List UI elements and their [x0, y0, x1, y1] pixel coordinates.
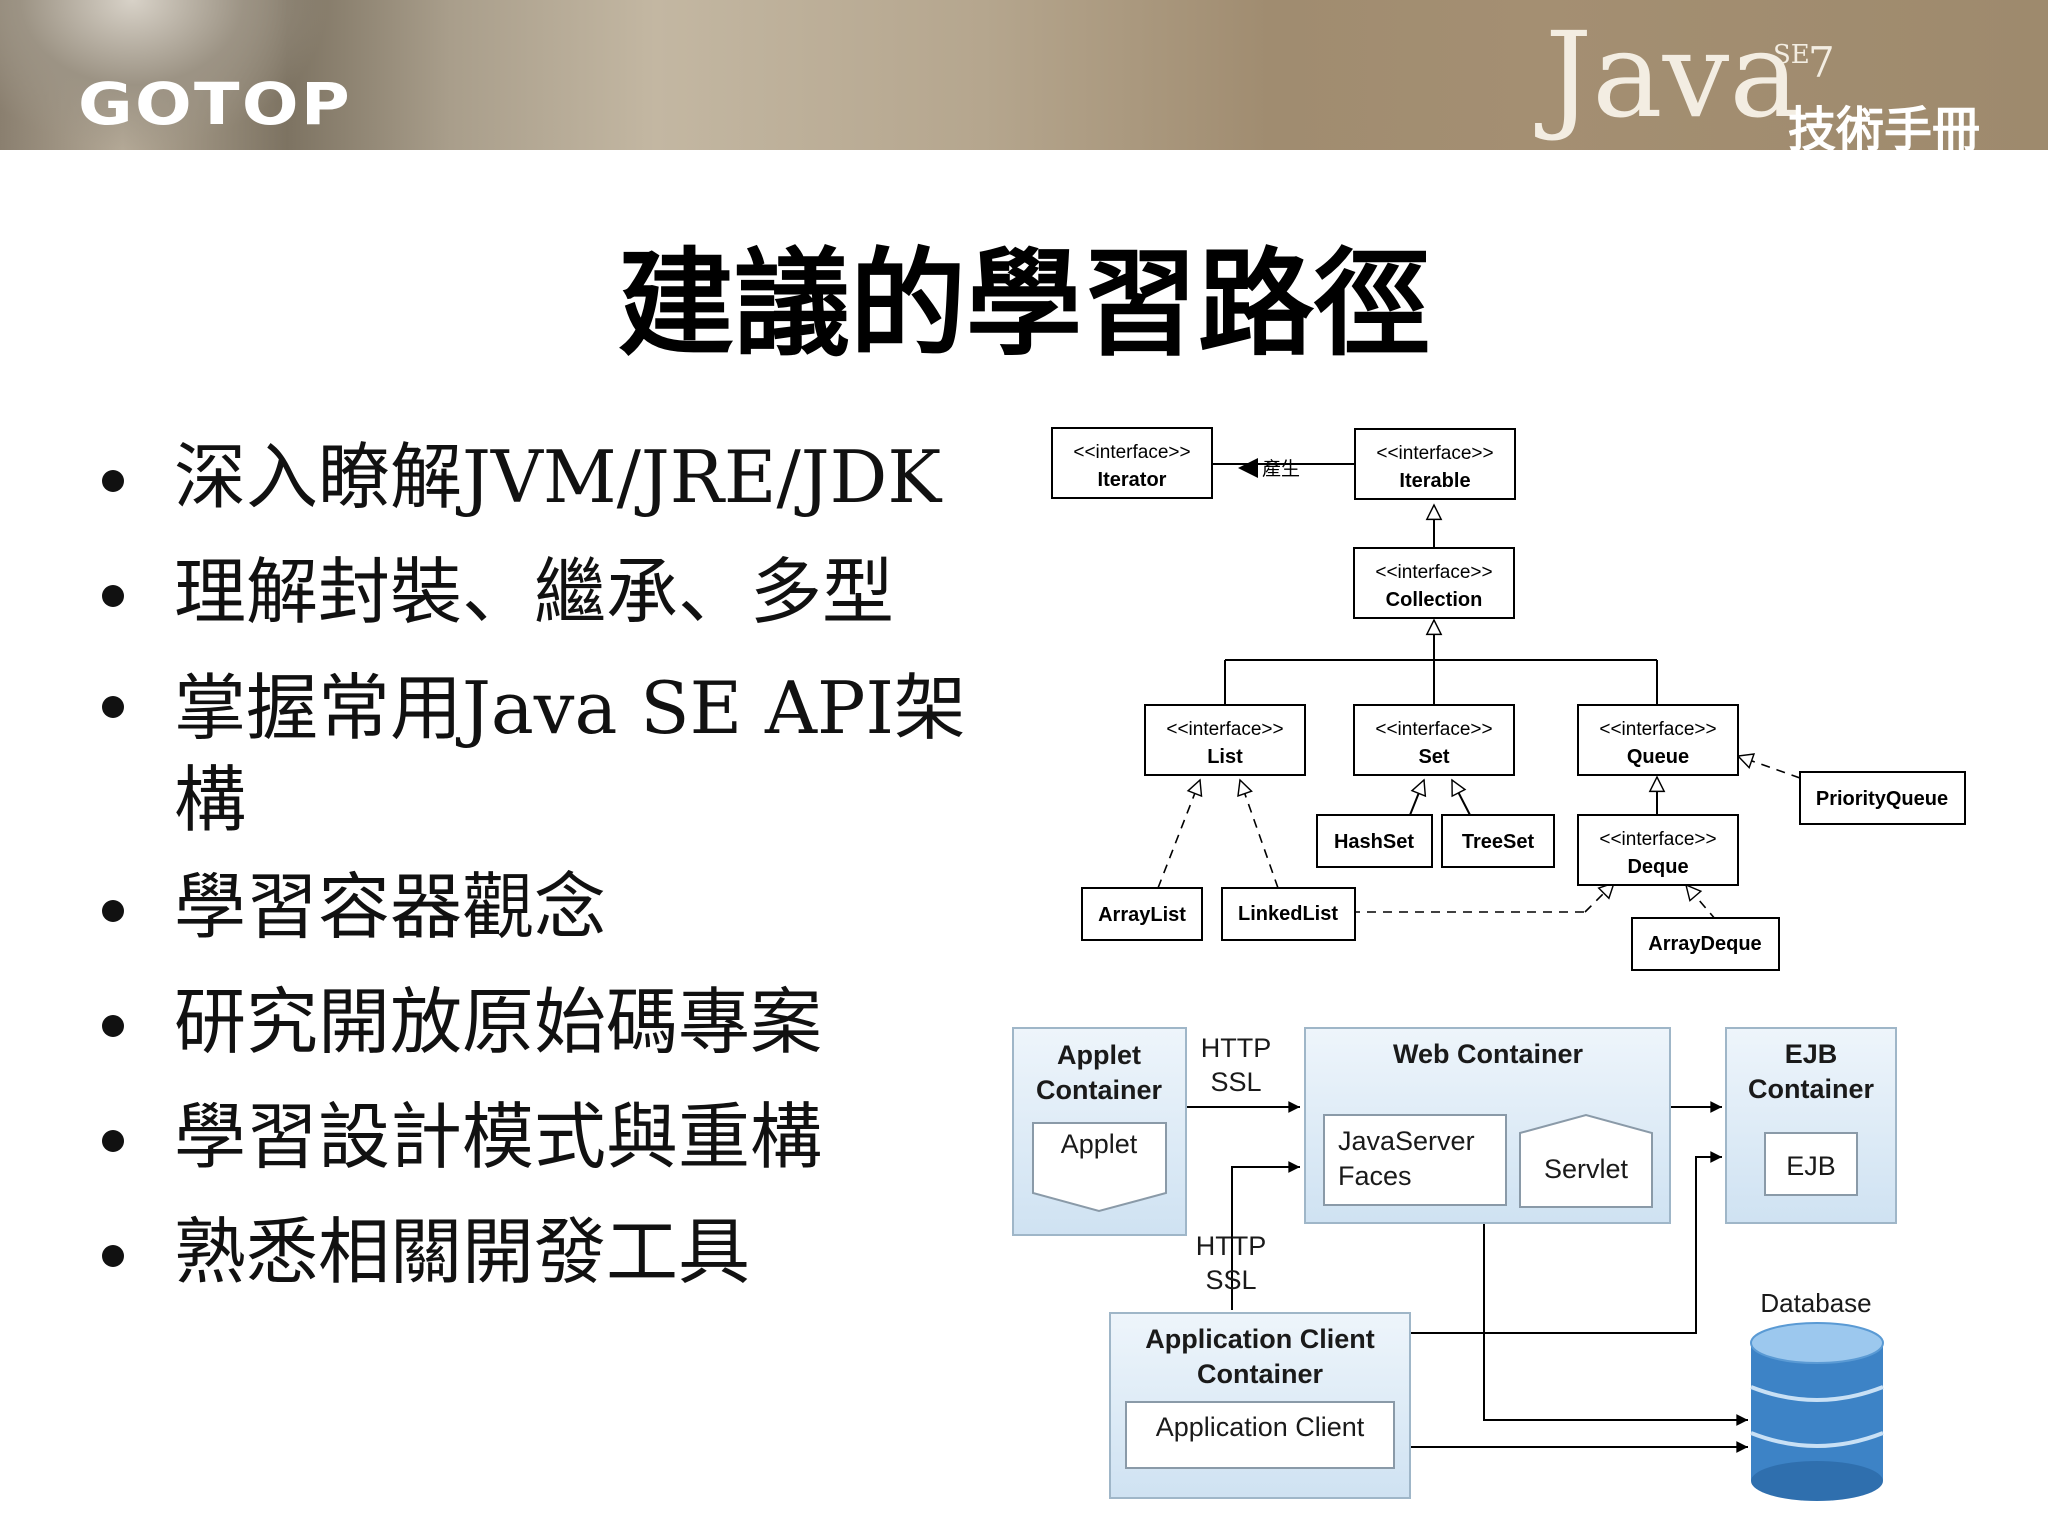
- database-icon: [1750, 1322, 1884, 1501]
- uml-stereotype: <<interface>>: [1599, 719, 1716, 740]
- http-label-top: HTTP: [1201, 1033, 1272, 1063]
- publisher-logo: GOTOP: [78, 70, 353, 138]
- uml-node-linkedlist: LinkedList: [1221, 887, 1356, 941]
- bullet-item: 研究開放原始碼專案: [96, 965, 986, 1080]
- product-logo-java: Java: [1545, 6, 1800, 144]
- uml-node-list: <<interface>> List: [1144, 704, 1306, 776]
- jsf-label-1: JavaServer: [1338, 1126, 1475, 1156]
- bullet-dot-icon: [102, 1130, 124, 1152]
- servlet-component: [1519, 1113, 1653, 1208]
- bullet-item: 深入瞭解JVM/JRE/JDK: [96, 420, 986, 535]
- uml-node-collection: <<interface>> Collection: [1353, 547, 1515, 619]
- bullet-text: 熟悉相關開發工具: [174, 1210, 751, 1294]
- produces-arrow-icon: [1238, 458, 1258, 478]
- uml-class-name: ArrayDeque: [1648, 933, 1761, 955]
- bullet-text: 深入瞭解JVM/JRE/JDK: [174, 435, 942, 519]
- bullet-dot-icon: [102, 900, 124, 922]
- applet-component: [1032, 1122, 1167, 1213]
- uml-class-name: Deque: [1627, 856, 1688, 878]
- uml-stereotype: <<interface>>: [1376, 443, 1493, 464]
- ejb-label: EJB: [1786, 1151, 1836, 1181]
- bullet-dot-icon: [102, 585, 124, 607]
- uml-class-name: Iterable: [1399, 470, 1470, 492]
- java-ee-architecture-diagram: Applet Container Applet HTTP SSL Web Con…: [1012, 1027, 1897, 1501]
- product-logo-version: 7: [1808, 38, 1835, 87]
- app-client-label: Application Client: [1156, 1412, 1365, 1442]
- produces-label: 產生: [1262, 458, 1300, 480]
- uml-node-priorityqueue: PriorityQueue: [1799, 771, 1966, 825]
- database-label: Database: [1760, 1288, 1871, 1318]
- ejb-container-label-2: Container: [1748, 1074, 1875, 1104]
- uml-class-name: LinkedList: [1238, 903, 1338, 925]
- bullet-item: 掌握常用Java SE API架構: [96, 650, 986, 850]
- uml-stereotype: <<interface>>: [1375, 719, 1492, 740]
- uml-node-queue: <<interface>> Queue: [1577, 704, 1739, 776]
- uml-node-hashset: HashSet: [1316, 814, 1433, 868]
- app-client-component: [1125, 1401, 1395, 1469]
- web-container: Web Container JavaServer Faces Servlet: [1304, 1027, 1671, 1224]
- product-logo-se: SE: [1773, 40, 1810, 70]
- uml-node-iterable: <<interface>> Iterable: [1354, 428, 1516, 500]
- jsf-component: [1323, 1114, 1507, 1206]
- uml-stereotype: <<interface>>: [1375, 562, 1492, 583]
- applet-container: Applet Container Applet: [1012, 1027, 1187, 1236]
- bullet-item: 學習容器觀念: [96, 850, 986, 965]
- web-container-label: Web Container: [1393, 1039, 1584, 1069]
- uml-class-name: PriorityQueue: [1816, 788, 1948, 810]
- uml-class-name: TreeSet: [1462, 831, 1535, 853]
- header-banner: GOTOP Java SE 7 技術手冊: [0, 0, 2048, 158]
- slide-title: 建議的學習路徑: [618, 237, 1430, 372]
- app-client-container-label-1: Application Client: [1145, 1324, 1375, 1354]
- ejb-component: [1764, 1132, 1858, 1196]
- uml-stereotype: <<interface>>: [1599, 829, 1716, 850]
- applet-container-label-1: Applet: [1057, 1040, 1141, 1070]
- bullet-text: 理解封裝、繼承、多型: [174, 550, 895, 634]
- uml-node-arraydeque: ArrayDeque: [1631, 917, 1780, 971]
- bullet-item: 熟悉相關開發工具: [96, 1195, 986, 1310]
- ejb-container: EJB Container EJB: [1725, 1027, 1897, 1224]
- bullet-dot-icon: [102, 1245, 124, 1267]
- bullet-dot-icon: [102, 1015, 124, 1037]
- uml-class-name: Iterator: [1098, 469, 1167, 491]
- app-client-container: Application Client Container Application…: [1109, 1312, 1411, 1499]
- product-subtitle: 技術手冊: [1788, 102, 1981, 158]
- bullet-text: 掌握常用Java SE API架構: [174, 666, 966, 842]
- http-label-mid: HTTP: [1196, 1231, 1267, 1261]
- bullet-dot-icon: [102, 470, 124, 492]
- uml-class-name: List: [1207, 746, 1243, 768]
- uml-node-iterator: <<interface>> Iterator: [1051, 427, 1213, 499]
- collection-uml-diagram: 產生 <<interface>> Iterator <<interface>> …: [1051, 427, 1966, 971]
- uml-stereotype: <<interface>>: [1166, 719, 1283, 740]
- bullet-dot-icon: [102, 696, 124, 718]
- uml-class-name: Collection: [1386, 589, 1483, 611]
- bullet-text: 學習容器觀念: [174, 865, 607, 949]
- uml-node-arraylist: ArrayList: [1081, 887, 1203, 941]
- uml-class-name: Queue: [1627, 746, 1689, 768]
- uml-node-deque: <<interface>> Deque: [1577, 814, 1739, 886]
- applet-label: Applet: [1061, 1129, 1138, 1159]
- bullet-item: 學習設計模式與重構: [96, 1080, 986, 1195]
- bullet-list: 深入瞭解JVM/JRE/JDK 理解封裝、繼承、多型 掌握常用Java SE A…: [96, 420, 986, 1310]
- bullet-item: 理解封裝、繼承、多型: [96, 535, 986, 650]
- applet-container-label-2: Container: [1036, 1075, 1163, 1105]
- uml-class-name: Set: [1418, 746, 1449, 768]
- uml-class-name: ArrayList: [1098, 904, 1186, 926]
- ssl-label-top: SSL: [1210, 1067, 1261, 1097]
- uml-class-name: HashSet: [1334, 831, 1414, 853]
- bullet-text: 學習設計模式與重構: [174, 1095, 823, 1179]
- servlet-label: Servlet: [1544, 1154, 1629, 1184]
- banner-stone-image: [0, 0, 330, 150]
- ejb-container-label-1: EJB: [1785, 1039, 1838, 1069]
- jsf-label-2: Faces: [1338, 1161, 1412, 1191]
- uml-stereotype: <<interface>>: [1073, 442, 1190, 463]
- bullet-text: 研究開放原始碼專案: [174, 980, 823, 1064]
- app-client-container-label-2: Container: [1197, 1359, 1324, 1389]
- uml-node-treeset: TreeSet: [1441, 814, 1555, 868]
- uml-node-set: <<interface>> Set: [1353, 704, 1515, 776]
- ssl-label-mid: SSL: [1205, 1265, 1256, 1295]
